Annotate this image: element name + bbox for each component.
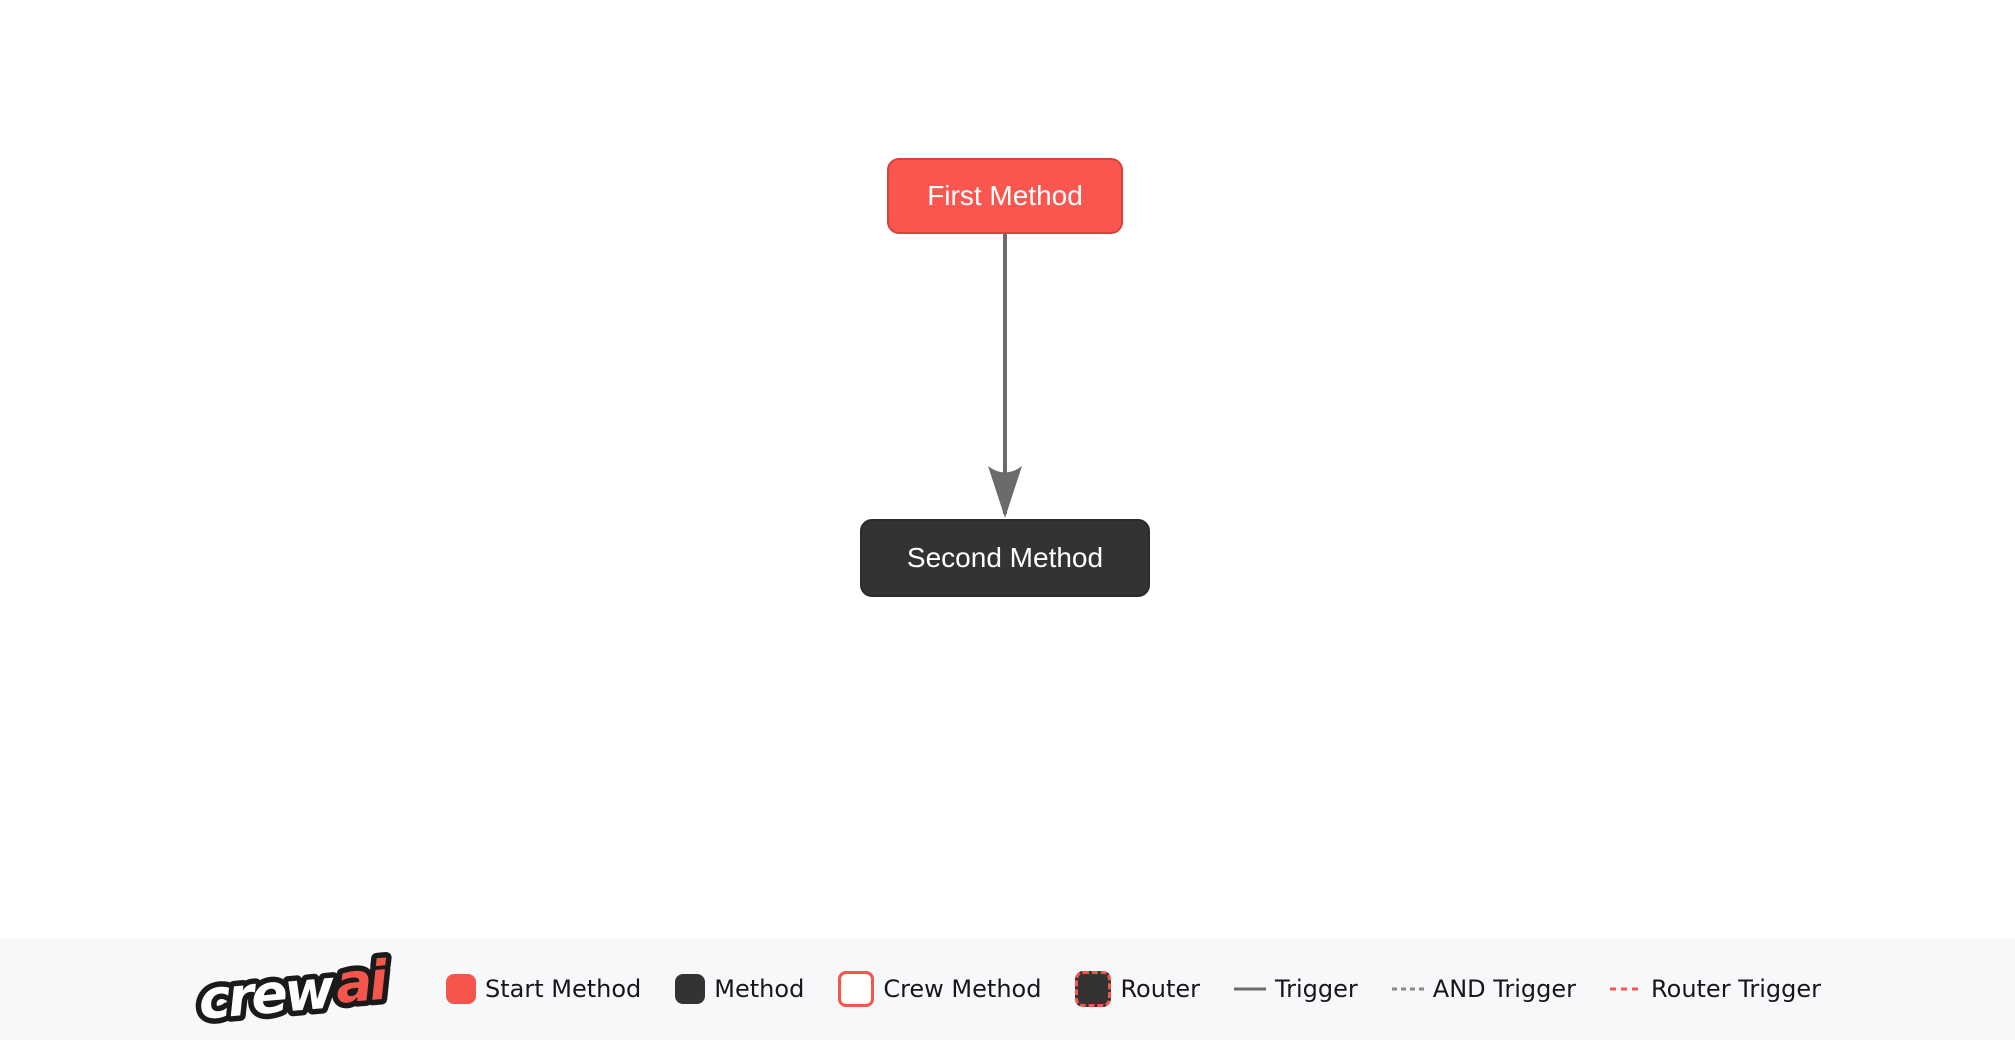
legend-label-start-method: Start Method xyxy=(485,975,642,1003)
and-trigger-line-icon xyxy=(1391,987,1424,991)
method-swatch-icon xyxy=(675,974,706,1004)
legend-item-and-trigger: AND Trigger xyxy=(1391,975,1577,1003)
node-first-method[interactable]: First Method xyxy=(887,158,1123,234)
node-first-method-label: First Method xyxy=(927,180,1083,211)
legend-label-and-trigger: AND Trigger xyxy=(1432,975,1577,1003)
legend-item-method: Method xyxy=(675,974,804,1004)
legend-item-crew-method: Crew Method xyxy=(838,971,1041,1007)
legend-label-method: Method xyxy=(714,975,805,1003)
crewai-logo: crew ai xyxy=(194,948,397,1030)
router-trigger-line-icon xyxy=(1610,987,1643,991)
edge-layer xyxy=(988,234,1022,518)
logo-word-ai: ai xyxy=(333,948,392,1015)
arrowhead-down-icon xyxy=(988,466,1022,518)
router-swatch-icon xyxy=(1075,971,1112,1007)
legend-label-router-trigger: Router Trigger xyxy=(1651,975,1821,1003)
logo-word-crew: crew xyxy=(196,957,338,1030)
start-method-swatch-icon xyxy=(446,974,477,1004)
legend-label-trigger: Trigger xyxy=(1275,975,1358,1003)
flow-canvas[interactable]: First Method Second Method xyxy=(0,0,2015,938)
legend-label-crew-method: Crew Method xyxy=(883,975,1042,1003)
legend-item-start-method: Start Method xyxy=(446,974,641,1004)
legend-label-router: Router xyxy=(1120,975,1200,1003)
node-second-method[interactable]: Second Method xyxy=(860,519,1150,597)
legend-item-router: Router xyxy=(1075,971,1200,1007)
node-second-method-label: Second Method xyxy=(906,542,1104,573)
legend-bar: crew ai Start Method Method Crew Method … xyxy=(0,938,2015,1040)
legend-item-trigger: Trigger xyxy=(1234,975,1358,1003)
trigger-line-icon xyxy=(1234,987,1266,991)
crew-method-swatch-icon xyxy=(838,971,875,1007)
trigger-edge xyxy=(988,234,1022,518)
legend-item-router-trigger: Router Trigger xyxy=(1610,975,1821,1003)
